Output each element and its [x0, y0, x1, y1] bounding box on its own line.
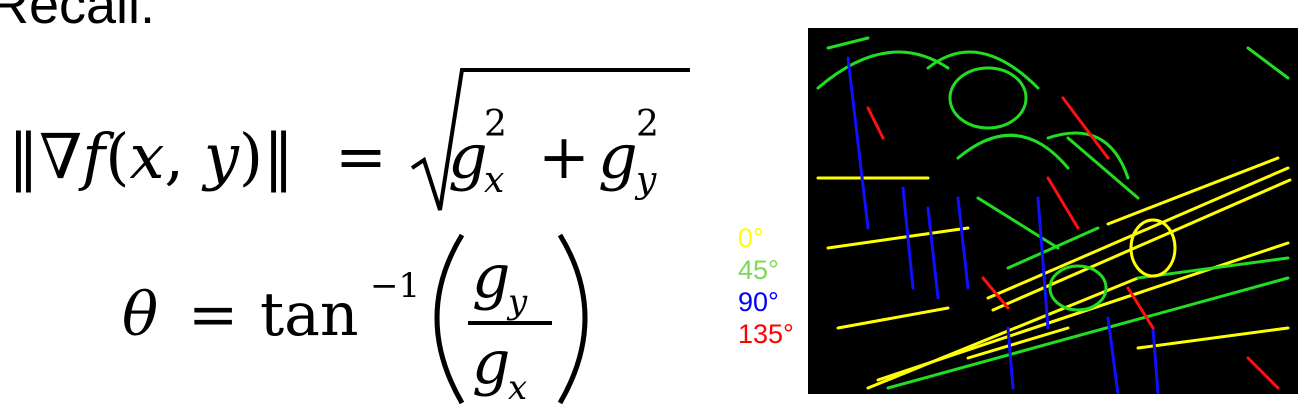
- square-root-sign: [410, 68, 690, 211]
- inverse-superscript: −1: [370, 266, 420, 306]
- right-paren: [557, 233, 588, 405]
- direction-equals: =: [188, 280, 238, 350]
- term2-sup: 2: [636, 104, 659, 145]
- gradient-magnitude-equation: ‖∇f(x, y)‖ = g 2 x + g 2 y: [8, 68, 690, 211]
- term1-base: g: [448, 120, 488, 193]
- term2-base: g: [598, 120, 638, 193]
- gradient-direction-equation: θ = tan −1 g y g x: [122, 233, 588, 408]
- edge-orientation-image: [808, 28, 1298, 394]
- plus-sign: +: [538, 120, 590, 193]
- legend-45-deg: 45°: [738, 255, 779, 285]
- denominator-base: g: [472, 328, 510, 398]
- slide-heading: Recall:: [0, 0, 156, 35]
- legend-90-deg: 90°: [738, 287, 779, 317]
- denominator-sub: x: [508, 368, 527, 408]
- theta-symbol: θ: [122, 280, 158, 350]
- edge-orientation-drawing: [816, 36, 1292, 394]
- magnitude-equals: =: [335, 120, 387, 193]
- term1-sup: 2: [484, 104, 507, 145]
- orientation-legend: 0° 45° 90° 135°: [738, 222, 794, 350]
- term2-sub: y: [634, 160, 657, 201]
- tan-function: tan: [260, 280, 359, 350]
- left-paren: [434, 233, 465, 405]
- legend-0-deg: 0°: [738, 223, 764, 253]
- legend-135-deg: 135°: [738, 319, 794, 349]
- numerator-sub: y: [506, 282, 528, 322]
- magnitude-lhs: ‖∇f(x, y)‖: [8, 120, 294, 193]
- numerator-base: g: [472, 242, 510, 312]
- term1-sub: x: [484, 160, 504, 201]
